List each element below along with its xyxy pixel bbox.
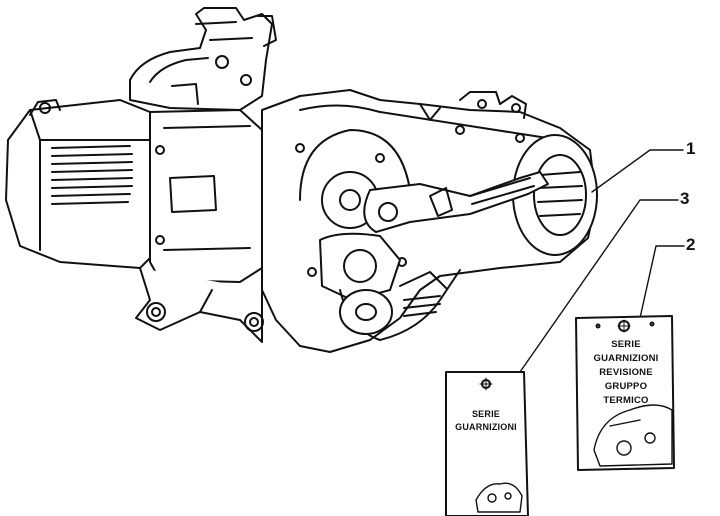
card-small-line1: SERIE — [471, 409, 500, 419]
card-large-label: SERIE GUARNIZIONI REVISIONE GRUPPO TERMI… — [578, 338, 674, 408]
card-large-line5: TERMICO — [603, 395, 649, 406]
callout-3: 3 — [680, 189, 690, 208]
callout-2: 2 — [686, 235, 696, 254]
leader-line-1 — [591, 149, 684, 193]
leader-line-3 — [519, 199, 679, 373]
card-small-label: SERIE GUARNIZIONI — [446, 408, 526, 434]
card-small-line2: GUARNIZIONI — [455, 422, 517, 432]
gasket-sketch-icon — [593, 404, 673, 467]
gasket-set-card-small — [445, 371, 529, 516]
callout-1: 1 — [686, 139, 696, 158]
gasket-sketch-icon — [475, 482, 523, 513]
gasket-set-card-large — [575, 315, 675, 471]
card-large-line4: GRUPPO — [604, 381, 648, 392]
card-large-line2: GUARNIZIONI — [593, 353, 659, 364]
card-large-line3: REVISIONE — [599, 367, 653, 378]
engine-drawing — [5, 7, 598, 353]
card-large-line1: SERIE — [611, 339, 641, 350]
leader-lines — [519, 149, 685, 373]
leader-line-2 — [639, 245, 685, 319]
